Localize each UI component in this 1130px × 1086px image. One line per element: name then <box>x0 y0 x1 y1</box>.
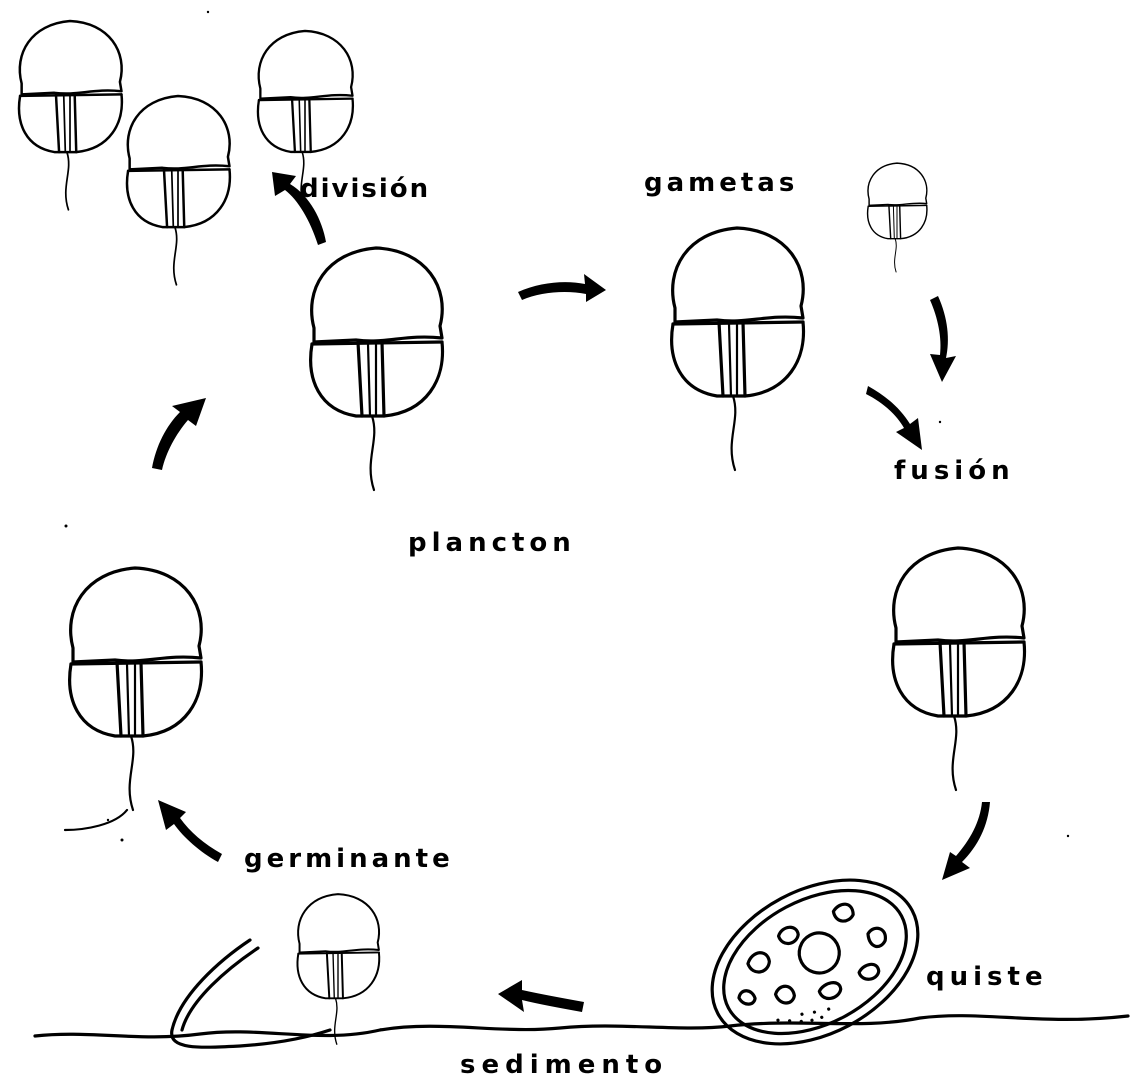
arrow-to-plankton <box>152 398 206 470</box>
sediment-line <box>35 1016 1128 1037</box>
gamete-cell-small <box>868 163 927 272</box>
dividing-cell-1 <box>19 21 122 210</box>
label-gametas: gametas <box>644 168 798 198</box>
label-plancton: plancton <box>408 528 576 558</box>
label-division: división <box>300 174 430 204</box>
arrow-to-fusion <box>866 386 922 450</box>
label-germinante: germinante <box>244 844 454 874</box>
arrow-gamete-down <box>930 296 956 382</box>
zygote-cell <box>893 548 1025 790</box>
arrow-to-swimming-cell <box>158 800 222 862</box>
germinating-cell <box>297 894 379 1044</box>
label-sedimento: sedimento <box>460 1050 668 1080</box>
gamete-cell-large <box>672 228 804 470</box>
resting-cyst-icon <box>684 847 946 1077</box>
dividing-cell-2 <box>127 96 230 285</box>
plankton-cell <box>311 248 443 490</box>
arrow-to-gametes <box>518 274 606 302</box>
arrow-to-cyst <box>942 802 990 880</box>
swimming-cell-left <box>65 568 202 830</box>
label-quiste: quiste <box>926 962 1048 992</box>
arrow-to-germinante <box>498 980 584 1012</box>
label-fusion: fusión <box>894 456 1015 486</box>
